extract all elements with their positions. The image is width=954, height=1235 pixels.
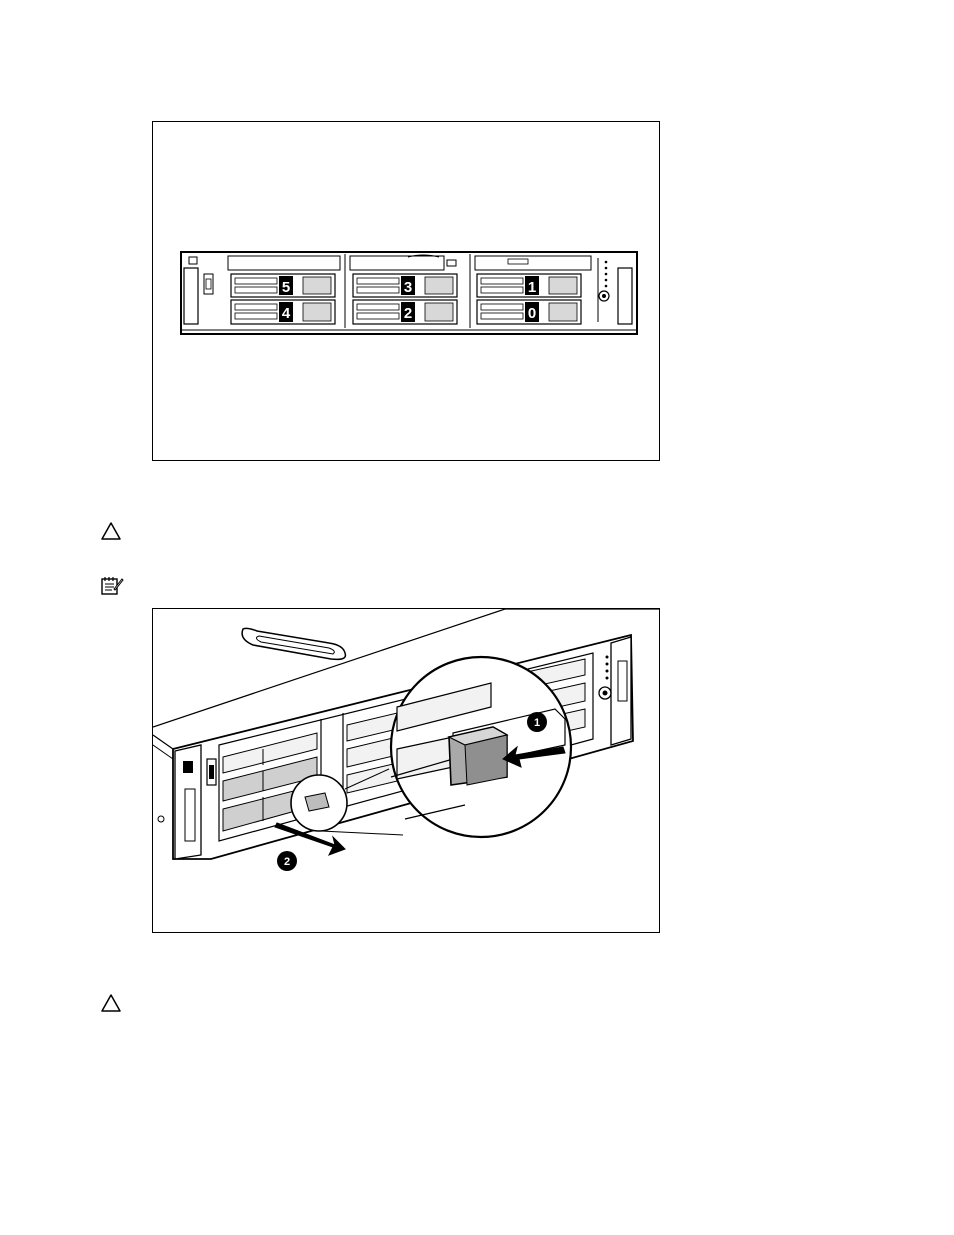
drive-bay-number: 5 (282, 279, 290, 296)
drive-removal-figure: 1 2 (152, 608, 660, 933)
server-front-illustration: 5 3 1 4 (153, 122, 661, 462)
caution-icon (100, 521, 122, 541)
drive-bay-number: 4 (282, 305, 291, 322)
drive-bay: 3 (353, 274, 457, 297)
callout: 1 (527, 712, 547, 732)
note-icon (100, 575, 124, 597)
drive-bay-number: 1 (528, 279, 536, 296)
drive-bay-figure: 5 3 1 4 (152, 121, 660, 461)
drive-bay-number: 0 (528, 305, 536, 322)
caution-icon (100, 993, 122, 1013)
drive-bay: 0 (477, 300, 581, 324)
drive-bay: 2 (353, 300, 457, 324)
callout: 2 (277, 851, 297, 871)
drive-bay-number: 2 (404, 305, 412, 322)
drive-bay: 5 (231, 274, 335, 297)
drive-removal-illustration: 1 2 (153, 609, 661, 934)
drive-bay-number: 3 (404, 279, 412, 296)
callout-number: 1 (534, 717, 540, 729)
callout-number: 2 (284, 856, 290, 868)
drive-bay: 1 (477, 274, 581, 297)
drive-bay: 4 (231, 300, 335, 324)
